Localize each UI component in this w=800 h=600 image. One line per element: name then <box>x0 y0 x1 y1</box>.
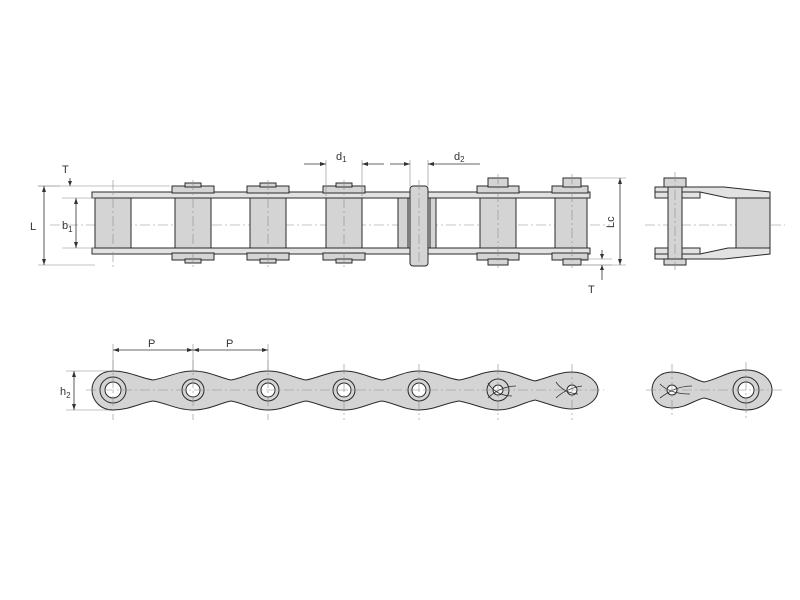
dim-d1: d1 <box>304 151 384 196</box>
dim-T-top: T <box>38 164 170 187</box>
dim-Lc: Lc <box>582 177 626 266</box>
label-P-second: P <box>226 338 233 350</box>
dim-b1: b1 <box>62 197 95 249</box>
label-Lc: Lc <box>605 216 617 228</box>
label-L: L <box>30 221 36 233</box>
label-h2: h2 <box>60 386 71 400</box>
end-view-roller <box>735 197 771 249</box>
dim-d2: d2 <box>390 151 480 186</box>
end-link-profile <box>651 369 773 411</box>
chain-end-view-top <box>645 172 785 270</box>
spring-clip-1 <box>487 382 517 399</box>
label-d1: d1 <box>336 151 347 164</box>
roller-7 <box>554 197 588 249</box>
label-b1: b1 <box>62 220 73 234</box>
chain-top-view <box>50 174 610 268</box>
dim-P-second: P <box>193 338 269 370</box>
dim-h2: h2 <box>60 370 110 411</box>
label-T-top: T <box>62 164 69 176</box>
connecting-plate-left <box>397 197 409 249</box>
connecting-plate-right <box>429 197 437 249</box>
dim-P-first: P <box>112 338 194 370</box>
dim-L: L <box>30 185 95 266</box>
chain-end-view-side <box>646 362 782 418</box>
chain-side-view <box>86 360 604 420</box>
pin-centerlines <box>112 174 573 268</box>
label-P-first: P <box>148 338 155 350</box>
dim-T-bottom: T <box>582 250 612 296</box>
label-T-bottom: T <box>588 284 595 296</box>
label-d2: d2 <box>454 151 465 164</box>
